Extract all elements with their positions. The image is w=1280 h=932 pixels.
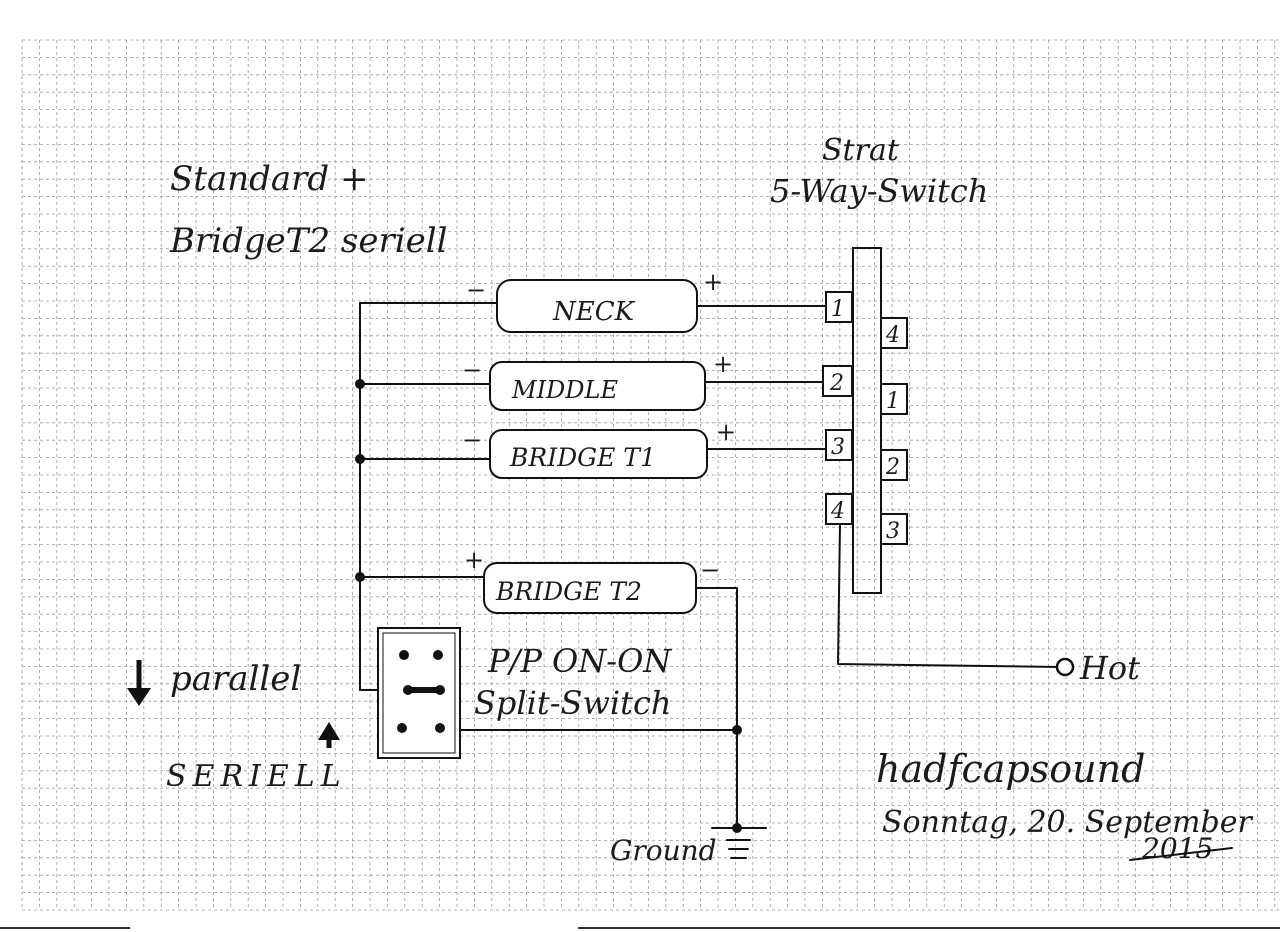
wires	[359, 302, 1061, 829]
diagram-title-line1: Standard +	[170, 159, 368, 199]
svg-text:1: 1	[831, 297, 845, 322]
split-switch-label-line2: Split-Switch	[474, 684, 671, 722]
switch-terminal-left-2: 2	[822, 365, 853, 397]
pickup-bridge-t1-minus: −	[462, 426, 482, 454]
pickup-bridge-t1: BRIDGE T1	[489, 429, 708, 479]
svg-text:4: 4	[885, 323, 900, 348]
svg-text:4: 4	[830, 499, 845, 524]
svg-text:MIDDLE: MIDDLE	[511, 376, 618, 404]
seriell-up-arrow-icon	[318, 722, 340, 748]
push-pull-split-switch	[377, 627, 461, 759]
switch-title-line1: Strat	[822, 133, 900, 168]
switch-title-line2: 5-Way-Switch	[770, 172, 988, 210]
parallel-down-arrow-icon	[127, 660, 151, 706]
switch-terminal-left-3: 3	[825, 429, 853, 461]
switch-terminal-right-4: 4	[880, 317, 908, 349]
pickup-bridge-t2-plus: +	[464, 546, 484, 574]
pickup-neck-minus: −	[466, 276, 486, 304]
pickup-middle: MIDDLE	[489, 361, 706, 411]
junction-dots	[355, 379, 742, 833]
hot-output-jack-icon	[1055, 657, 1075, 677]
svg-text:2: 2	[829, 371, 844, 396]
ground-symbol	[726, 839, 751, 859]
five-way-switch-body	[852, 247, 882, 594]
switch-terminal-left-1: 1	[825, 291, 853, 323]
seriell-label: SERIELL	[166, 759, 347, 794]
parallel-label: parallel	[170, 659, 301, 699]
pickup-bridge-t2: BRIDGE T2	[483, 562, 697, 614]
pickup-bridge-t2-minus: −	[700, 556, 720, 584]
pickup-middle-plus: +	[713, 350, 733, 378]
svg-text:BRIDGE T2: BRIDGE T2	[495, 577, 642, 606]
svg-text:NECK: NECK	[552, 297, 636, 327]
switch-terminal-right-1: 1	[880, 383, 908, 415]
switch-terminal-right-3: 3	[880, 513, 908, 545]
pickup-middle-minus: −	[462, 356, 482, 384]
pickup-neck-plus: +	[703, 268, 723, 296]
signature-name: hadfcapsound	[876, 747, 1145, 791]
split-switch-label-line1: P/P ON-ON	[487, 642, 672, 680]
svg-text:1: 1	[886, 389, 900, 414]
ground-label: Ground	[610, 834, 717, 867]
svg-text:2: 2	[885, 455, 900, 480]
switch-terminal-right-2: 2	[880, 449, 908, 481]
signature-year: 2015	[1141, 832, 1213, 865]
switch-terminal-left-4: 4	[825, 493, 853, 525]
svg-text:3: 3	[886, 519, 900, 544]
svg-text:3: 3	[831, 435, 845, 460]
svg-text:BRIDGE T1: BRIDGE T1	[509, 443, 656, 472]
diagram-title-line2: BridgeT2 seriell	[169, 221, 447, 261]
hot-label: Hot	[1079, 649, 1140, 687]
pickup-neck: NECK	[496, 279, 698, 333]
signature-date: Sonntag, 20. September	[882, 805, 1253, 840]
pickup-bridge-t1-plus: +	[716, 418, 736, 446]
